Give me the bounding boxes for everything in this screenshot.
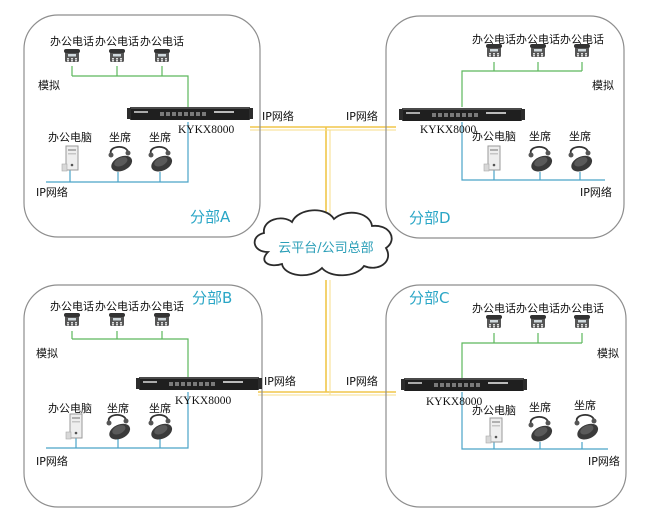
- cloud-label: 云平台/公司总部: [278, 241, 373, 256]
- phone-label: 办公电话: [140, 300, 184, 313]
- kykx-device-icon: [399, 108, 525, 121]
- phone-label: 办公电话: [140, 35, 184, 48]
- seat-phone-icon: [527, 416, 556, 446]
- branch-d-lan-line: [461, 122, 605, 181]
- desk-phone-icon: [109, 49, 125, 62]
- phone-label: 办公电话: [472, 33, 516, 46]
- wan-label: IP网络: [346, 374, 378, 388]
- seat-label: 坐席: [574, 398, 596, 412]
- pc-label: 办公电脑: [472, 404, 516, 417]
- seat-label: 坐席: [149, 130, 171, 144]
- kykx-device-icon: [401, 378, 527, 391]
- branch-d: 办公电话 办公电话 办公电话 模拟 KYKX8000 办公电脑 坐席 坐席 IP…: [346, 15, 625, 239]
- wan-label: IP网络: [264, 374, 296, 388]
- analog-label: 模拟: [592, 78, 614, 92]
- desk-phone-icon: [109, 313, 125, 326]
- pc-label: 办公电脑: [472, 130, 516, 143]
- analog-label: 模拟: [597, 346, 619, 360]
- phone-label: 办公电话: [560, 302, 604, 315]
- phone-label: 办公电话: [50, 35, 94, 48]
- cloud-icon: 云平台/公司总部: [253, 209, 393, 277]
- pc-icon: [61, 145, 79, 172]
- pc-label: 办公电脑: [48, 131, 92, 144]
- seat-label: 坐席: [149, 401, 171, 415]
- lan-label: IP网络: [588, 454, 620, 468]
- lan-label: IP网络: [580, 185, 612, 199]
- seat-phone-icon: [527, 146, 556, 176]
- backbone-lines: [250, 126, 396, 393]
- seat-label: 坐席: [529, 129, 551, 143]
- branch-c-analog-line: [461, 342, 582, 378]
- device-label: KYKX8000: [420, 124, 476, 136]
- branch-b: 办公电话 办公电话 办公电话 模拟 KYKX8000 办公电脑 坐席 坐席 IP…: [23, 284, 296, 508]
- phone-label: 办公电话: [560, 33, 604, 46]
- branch-a-frame: [23, 14, 261, 238]
- seat-label: 坐席: [109, 130, 131, 144]
- device-label: KYKX8000: [175, 395, 231, 407]
- device-label: KYKX8000: [178, 124, 234, 136]
- branch-b-lan-line: [46, 392, 189, 449]
- seat-label: 坐席: [107, 401, 129, 415]
- branch-name: 分部C: [409, 289, 449, 307]
- phone-label: 办公电话: [516, 33, 560, 46]
- branch-c-lan-line: [461, 392, 608, 450]
- phone-label: 办公电话: [95, 35, 139, 48]
- desk-phone-icon: [486, 315, 502, 328]
- pc-icon: [485, 417, 503, 444]
- wan-label: IP网络: [262, 109, 294, 123]
- desk-phone-icon: [64, 313, 80, 326]
- branch-a-analog-line: [72, 75, 189, 107]
- desk-phone-icon: [574, 315, 590, 328]
- analog-label: 模拟: [36, 346, 58, 360]
- kykx-device-icon: [127, 107, 253, 120]
- phone-label: 办公电话: [472, 302, 516, 315]
- branch-name: 分部A: [190, 208, 231, 226]
- pc-icon: [483, 145, 501, 172]
- pc-icon: [65, 413, 83, 440]
- phone-label: 办公电话: [95, 300, 139, 313]
- seat-phone-icon: [107, 146, 136, 176]
- backbone-lines-shadow: [250, 129, 396, 396]
- seat-label: 坐席: [569, 129, 591, 143]
- wan-label: IP网络: [346, 109, 378, 123]
- branch-c: 办公电话 办公电话 办公电话 模拟 KYKX8000 办公电脑 坐席 坐席 IP…: [346, 284, 627, 508]
- desk-phone-icon: [154, 313, 170, 326]
- lan-label: IP网络: [36, 185, 68, 199]
- analog-label: 模拟: [38, 78, 60, 92]
- branch-name: 分部B: [192, 289, 232, 307]
- phone-label: 办公电话: [516, 302, 560, 315]
- desk-phone-icon: [64, 49, 80, 62]
- branch-d-frame: [385, 15, 625, 239]
- seat-phone-icon: [147, 414, 176, 444]
- branch-name: 分部D: [409, 209, 451, 227]
- lan-label: IP网络: [36, 454, 68, 468]
- desk-phone-icon: [154, 49, 170, 62]
- device-label: KYKX8000: [426, 396, 482, 408]
- seat-phone-icon: [567, 146, 596, 176]
- seat-phone-icon: [147, 146, 176, 176]
- phone-label: 办公电话: [50, 300, 94, 313]
- seat-phone-icon: [105, 414, 134, 444]
- pc-label: 办公电脑: [48, 402, 92, 415]
- branch-c-frame: [385, 284, 627, 508]
- branch-b-frame: [23, 284, 263, 508]
- seat-label: 坐席: [529, 400, 551, 414]
- kykx-device-icon: [136, 377, 262, 390]
- branch-a-lan-line: [46, 122, 189, 183]
- branch-b-analog-line: [72, 338, 189, 378]
- desk-phone-icon: [530, 315, 546, 328]
- branch-d-analog-line: [461, 70, 582, 107]
- branch-a: 办公电话 办公电话 办公电话 模拟 KYKX8000 办公电脑 坐席 坐席 IP…: [23, 14, 294, 238]
- seat-phone-icon: [573, 414, 602, 444]
